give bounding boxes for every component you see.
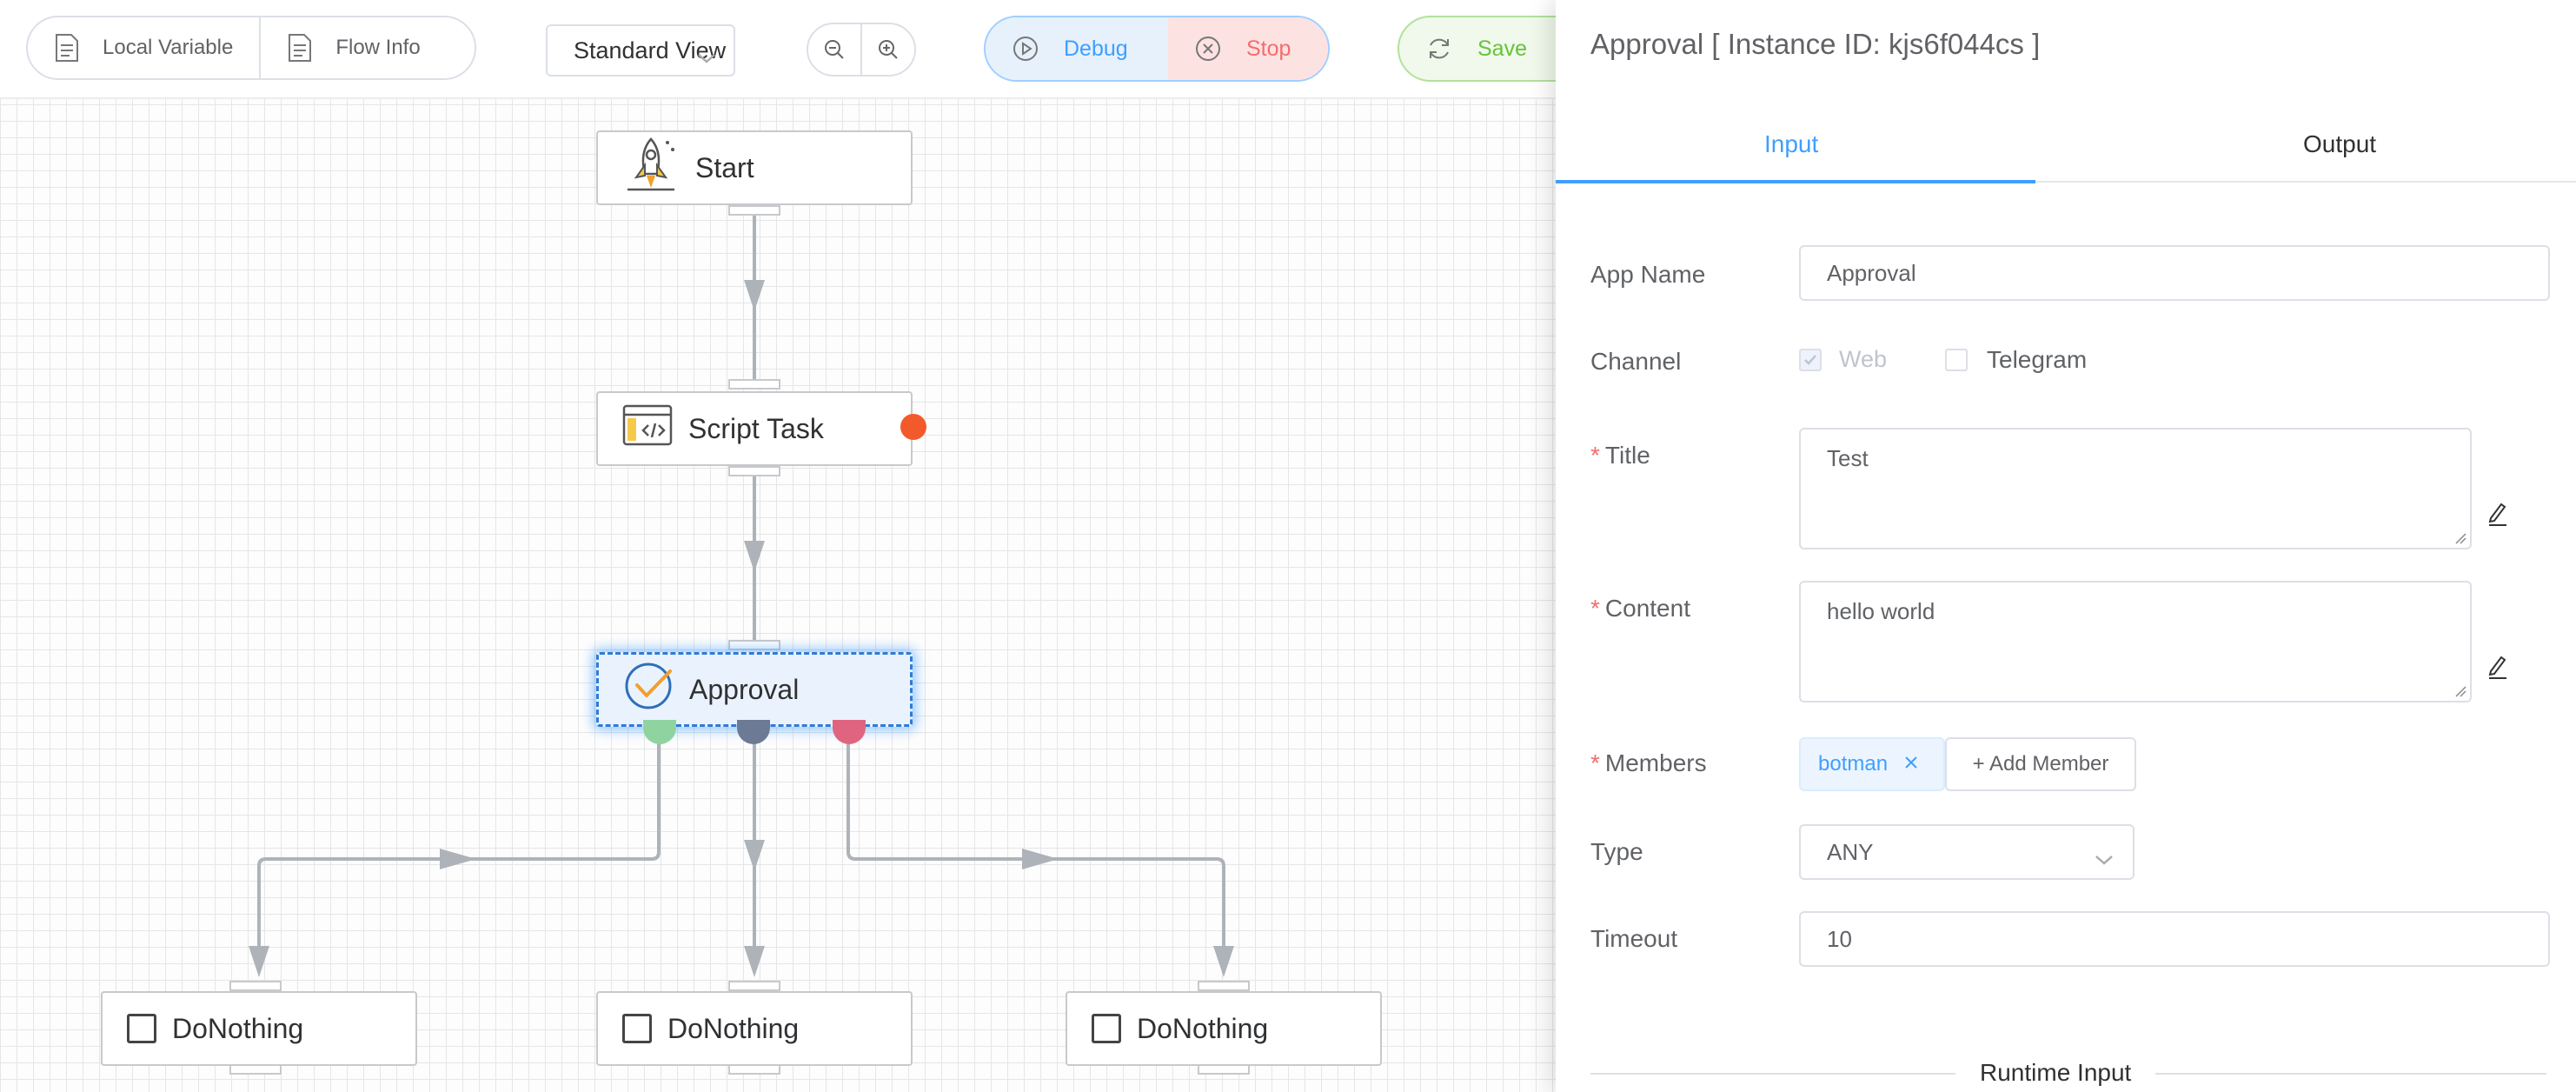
checkbox-checked-icon bbox=[1799, 348, 1822, 371]
document-icon bbox=[287, 33, 313, 63]
add-member-button[interactable]: + Add Member bbox=[1945, 737, 2136, 791]
node-label: DoNothing bbox=[172, 1012, 304, 1044]
type-select[interactable]: ANY bbox=[1799, 824, 2134, 880]
content-textarea[interactable]: hello world bbox=[1799, 581, 2472, 702]
checkbox-icon bbox=[1092, 1014, 1121, 1043]
check-circle-icon bbox=[623, 661, 674, 718]
port bbox=[728, 379, 780, 390]
close-icon[interactable] bbox=[1903, 752, 1919, 776]
timeout-input[interactable]: 10 bbox=[1799, 911, 2550, 967]
toolbar-separator bbox=[259, 17, 262, 78]
close-circle-icon bbox=[1196, 37, 1220, 61]
node-detail-panel: Approval [ Instance ID: kjs6f044cs ] Inp… bbox=[1556, 0, 2576, 1092]
node-do-nothing-center[interactable]: DoNothing bbox=[596, 991, 913, 1066]
title-label: *Title bbox=[1590, 442, 1650, 469]
resize-handle-icon bbox=[2455, 533, 2466, 544]
run-controls: Debug Stop bbox=[984, 16, 1330, 82]
node-label: Script Task bbox=[688, 412, 824, 444]
save-button[interactable]: Save bbox=[1398, 16, 1556, 82]
save-button-content: Save bbox=[1399, 17, 1553, 80]
title-textarea[interactable]: Test bbox=[1799, 428, 2472, 549]
port bbox=[728, 640, 780, 650]
chevron-down-icon bbox=[2095, 845, 2114, 872]
toolbar-separator bbox=[860, 24, 862, 75]
view-mode-select[interactable]: Standard View bbox=[546, 24, 735, 77]
tab-input[interactable]: Input bbox=[1764, 130, 1819, 157]
refresh-icon bbox=[1430, 38, 1449, 59]
panel-title: Approval [ Instance ID: kjs6f044cs ] bbox=[1590, 28, 2041, 60]
members-label: *Members bbox=[1590, 749, 1707, 776]
flow-info-button[interactable]: Flow Info bbox=[261, 17, 446, 78]
flow-canvas[interactable]: Start Script Task Approval bbox=[0, 0, 1556, 1092]
port bbox=[1198, 981, 1250, 991]
zoom-controls bbox=[807, 23, 916, 77]
port bbox=[728, 466, 780, 476]
edit-pencil-icon[interactable] bbox=[2486, 501, 2510, 531]
error-port-dot[interactable] bbox=[900, 414, 926, 440]
timeout-label: Timeout bbox=[1590, 925, 1678, 952]
port bbox=[229, 981, 282, 991]
toolbar-info-group: Local Variable Flow Info bbox=[26, 16, 476, 80]
node-label: DoNothing bbox=[1137, 1012, 1269, 1044]
zoom-in-icon bbox=[879, 40, 898, 59]
port bbox=[728, 205, 780, 216]
checkbox-icon bbox=[1945, 349, 1968, 371]
node-start[interactable]: Start bbox=[596, 130, 913, 205]
zoom-out-icon bbox=[825, 40, 844, 59]
node-label: DoNothing bbox=[667, 1012, 800, 1044]
tab-output[interactable]: Output bbox=[2303, 130, 2377, 157]
flow-edges bbox=[249, 216, 1234, 977]
tab-bar bbox=[1556, 181, 2576, 183]
chevron-down-icon bbox=[697, 43, 716, 70]
member-tag: botman bbox=[1799, 737, 1945, 791]
node-label: Start bbox=[695, 151, 754, 183]
content-label: *Content bbox=[1590, 595, 1690, 622]
local-variable-button[interactable]: Local Variable bbox=[28, 17, 259, 78]
app-name-label: App Name bbox=[1590, 261, 1706, 288]
channel-label: Channel bbox=[1590, 348, 1682, 375]
node-label: Approval bbox=[689, 673, 800, 705]
port bbox=[728, 981, 780, 991]
document-icon bbox=[54, 33, 80, 63]
channel-telegram-option[interactable]: Telegram bbox=[1945, 346, 2087, 374]
runtime-input-heading: Runtime Input bbox=[1955, 1059, 2156, 1087]
stop-button[interactable]: Stop bbox=[1168, 17, 1328, 80]
node-do-nothing-right[interactable]: DoNothing bbox=[1066, 991, 1382, 1066]
node-approval[interactable]: Approval bbox=[596, 652, 913, 727]
play-circle-icon bbox=[1013, 37, 1038, 61]
script-icon bbox=[622, 404, 673, 453]
edit-pencil-icon[interactable] bbox=[2486, 654, 2510, 684]
node-do-nothing-left[interactable]: DoNothing bbox=[101, 991, 417, 1066]
checkbox-icon bbox=[622, 1014, 652, 1043]
app-name-input[interactable]: Approval bbox=[1799, 245, 2550, 301]
type-label: Type bbox=[1590, 838, 1643, 865]
channel-web-option[interactable]: Web bbox=[1799, 346, 1887, 373]
node-script-task[interactable]: Script Task bbox=[596, 391, 913, 466]
zoom-in-button[interactable] bbox=[862, 24, 914, 75]
checkbox-icon bbox=[127, 1014, 156, 1043]
zoom-out-button[interactable] bbox=[808, 24, 860, 75]
resize-handle-icon bbox=[2455, 686, 2466, 697]
tab-active-indicator bbox=[1556, 180, 2035, 183]
debug-button[interactable]: Debug bbox=[986, 17, 1168, 80]
rocket-icon bbox=[622, 134, 680, 202]
